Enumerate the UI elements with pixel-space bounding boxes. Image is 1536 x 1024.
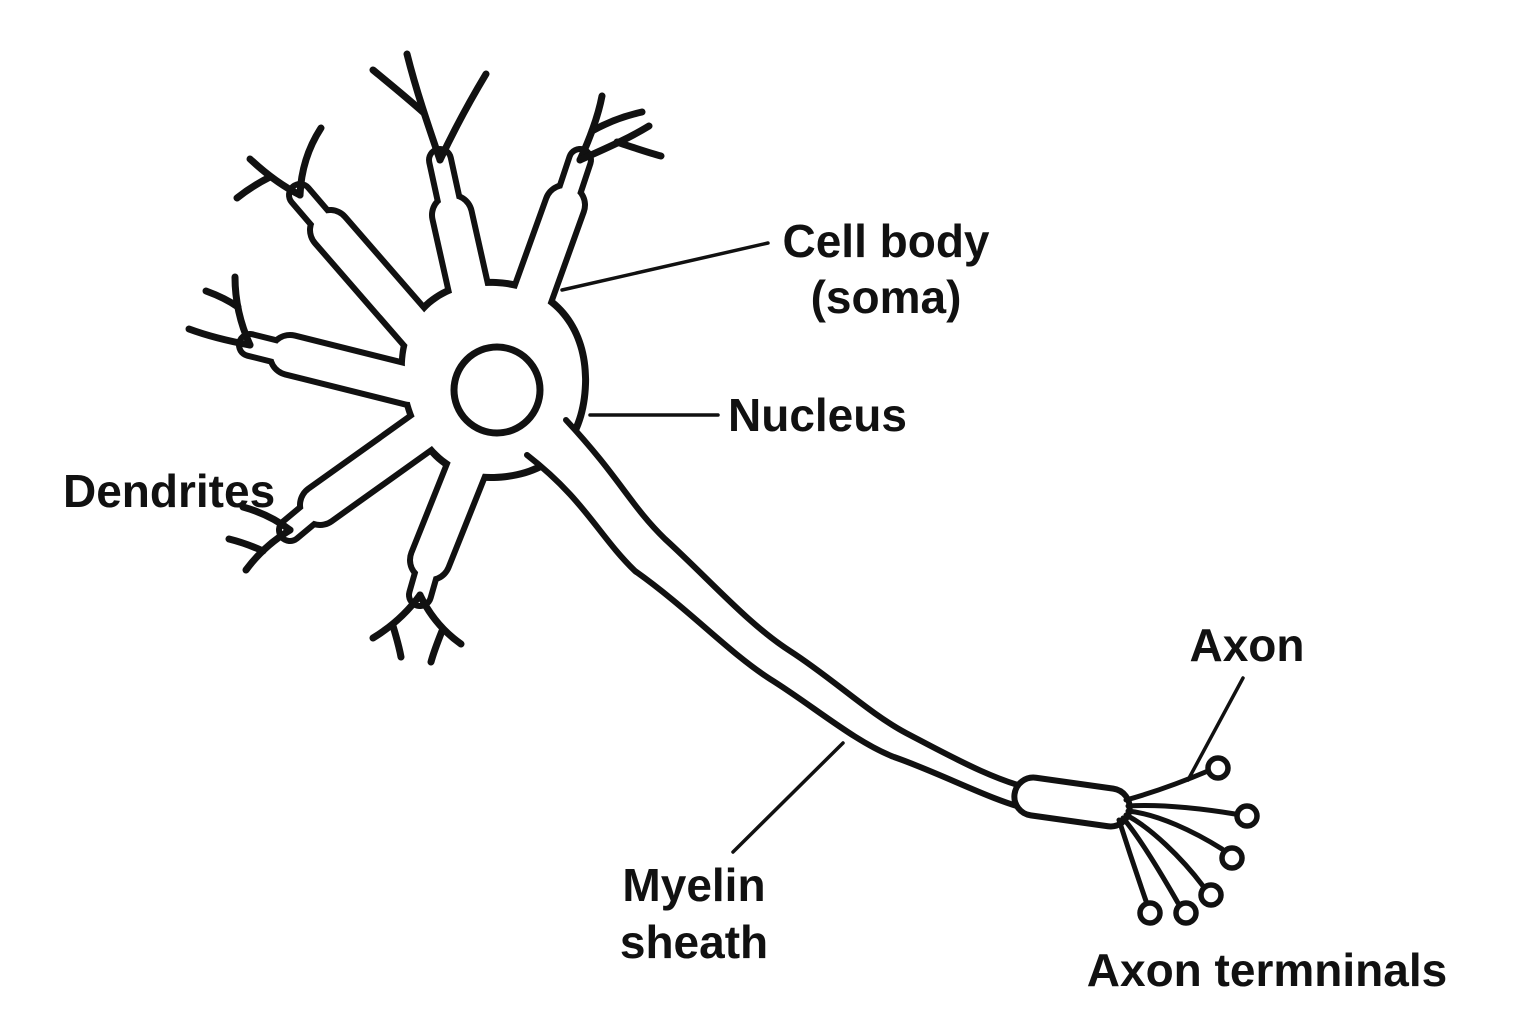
myelin-sheath-shape — [1011, 774, 1133, 830]
labels: Cell body (soma) Nucleus Dendrites Axon … — [63, 215, 1447, 996]
nucleus-shape — [450, 343, 544, 437]
cell-body-leader-line — [560, 241, 770, 292]
cell-body-label-line2: (soma) — [811, 271, 962, 323]
terminal-bouton — [1173, 900, 1199, 926]
terminal-bouton — [1234, 803, 1260, 829]
dendrite-branches — [185, 50, 665, 666]
axon-terminals-label: Axon termninals — [1087, 944, 1447, 996]
nucleus-label: Nucleus — [728, 389, 907, 441]
terminal-bouton — [1137, 900, 1163, 926]
axon-shape — [524, 417, 1042, 813]
terminal-bouton — [1198, 882, 1224, 908]
myelin-label-line1: Myelin — [622, 859, 765, 911]
terminal-bouton — [1205, 755, 1231, 781]
myelin-leader-line — [731, 741, 845, 854]
leader-lines — [560, 241, 1245, 854]
terminal-bouton — [1219, 845, 1245, 871]
myelin-label-line2: sheath — [620, 916, 768, 968]
axon-label: Axon — [1190, 619, 1305, 671]
cell-body-label-line1: Cell body — [782, 215, 989, 267]
axon-leader-line — [1186, 676, 1245, 782]
axon-terminals-shape — [1116, 755, 1260, 926]
dendrites-label: Dendrites — [63, 465, 275, 517]
